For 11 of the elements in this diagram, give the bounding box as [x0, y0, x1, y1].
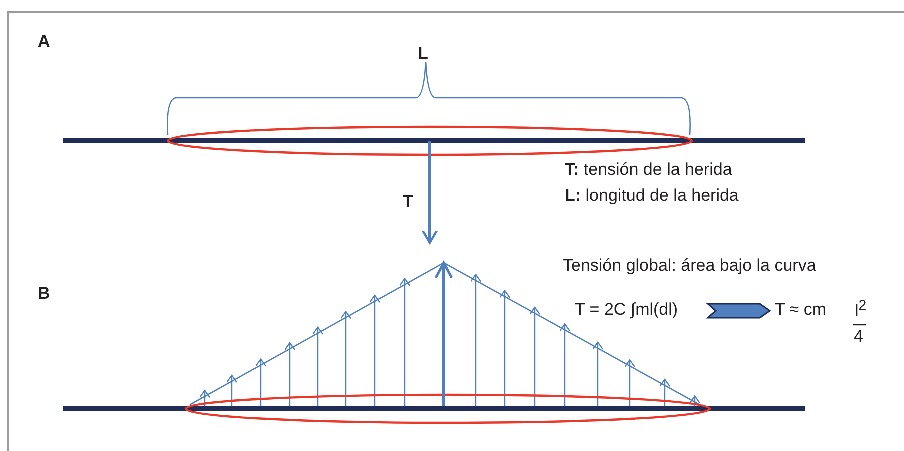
- note-text: Tensión global: área bajo la curva: [563, 256, 816, 276]
- formula: T ≈ cm: [775, 300, 827, 320]
- formula: T = 2C ∫ml(dl): [575, 300, 678, 320]
- panel-letter: B: [38, 284, 50, 304]
- dimension-label: L: [418, 44, 428, 64]
- legend-text: T: tensión de la herida: [565, 160, 732, 180]
- formula-denominator: 4: [854, 327, 864, 347]
- force-label: T: [403, 192, 414, 212]
- formula-numerator: l$^{2}$: [855, 297, 867, 322]
- legend-text: L: longitud de la herida: [565, 186, 739, 206]
- panel-letter: A: [38, 32, 50, 52]
